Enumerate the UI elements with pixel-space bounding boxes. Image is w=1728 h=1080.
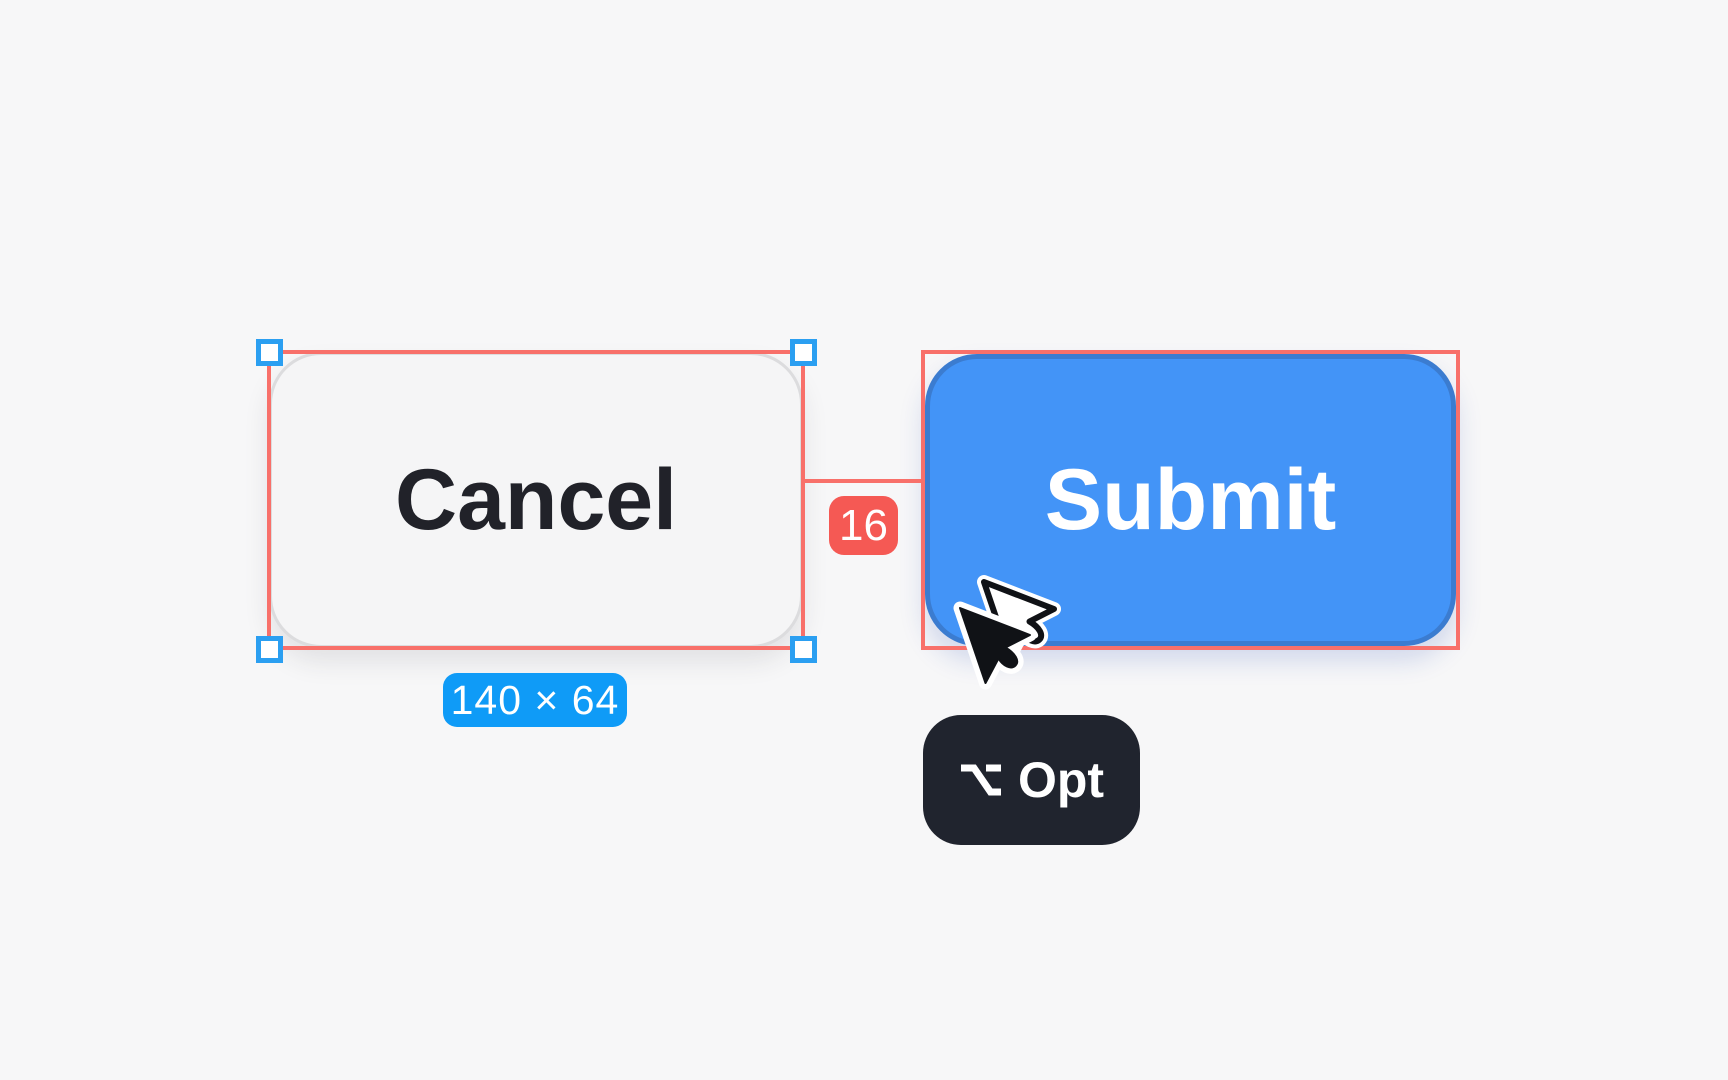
resize-handle-top-left[interactable] <box>256 339 283 366</box>
resize-handle-top-right[interactable] <box>790 339 817 366</box>
cancel-button[interactable]: Cancel <box>269 352 803 648</box>
resize-handle-bottom-left[interactable] <box>256 636 283 663</box>
submit-button-label: Submit <box>1044 451 1337 548</box>
submit-button[interactable]: Submit <box>925 354 1456 646</box>
spacing-value: 16 <box>839 500 888 550</box>
dimensions-value: 140 × 64 <box>450 676 620 723</box>
option-key-hint: Opt <box>923 715 1140 845</box>
cancel-button-label: Cancel <box>394 451 678 548</box>
option-icon <box>960 764 1001 796</box>
spacing-badge: 16 <box>829 496 898 555</box>
dimensions-badge: 140 × 64 <box>443 673 627 727</box>
option-key-label: Opt <box>1017 752 1105 808</box>
spacing-measurement-line <box>805 479 921 483</box>
resize-handle-bottom-right[interactable] <box>790 636 817 663</box>
